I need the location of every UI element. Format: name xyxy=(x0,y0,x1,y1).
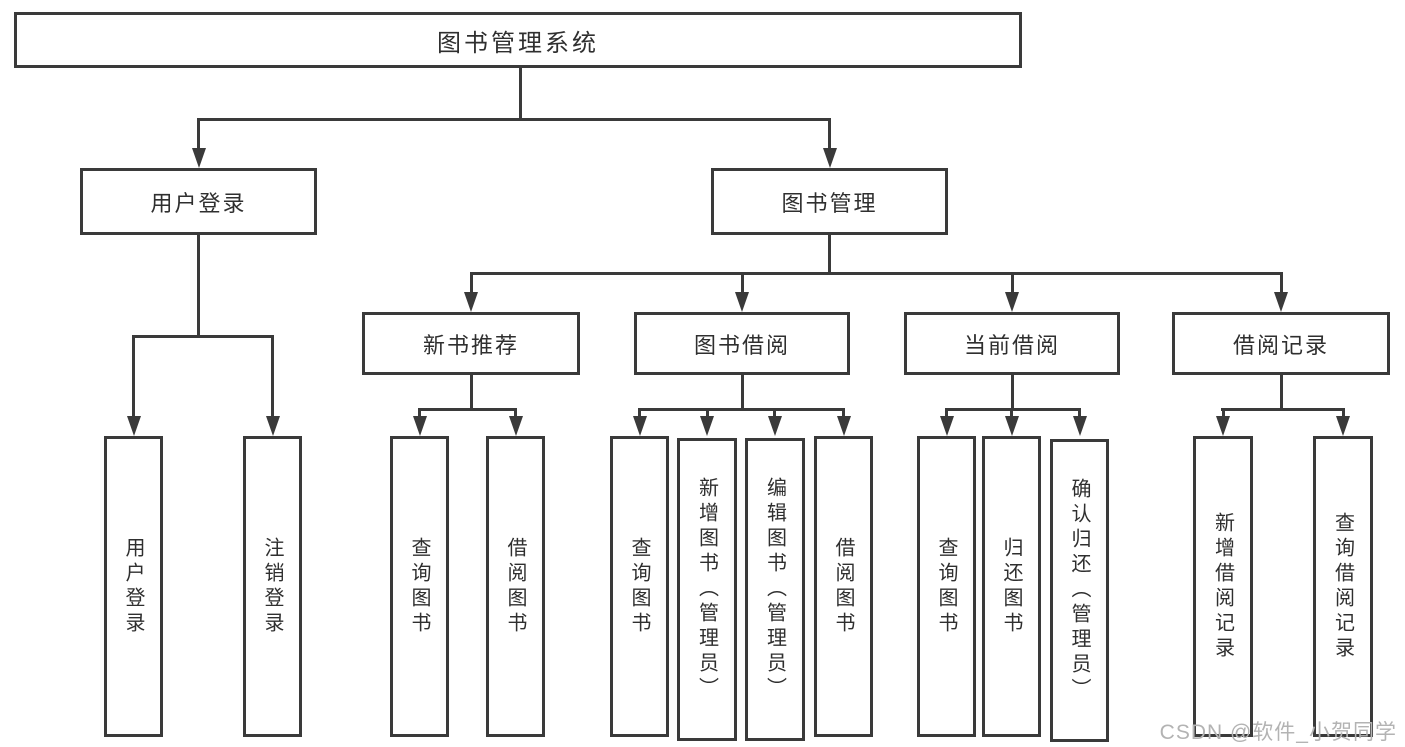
connector-drop xyxy=(418,408,421,418)
arrowhead-down-icon xyxy=(266,416,280,436)
arrowhead-down-icon xyxy=(1216,416,1230,436)
connector-drop xyxy=(1078,408,1081,418)
connector-drop xyxy=(945,408,948,418)
arrowhead-down-icon xyxy=(633,416,647,436)
connector-book-mgmt-stem xyxy=(828,235,831,274)
connector-root-stem xyxy=(519,68,522,120)
connector-drop xyxy=(470,272,473,294)
arrowhead-down-icon xyxy=(1274,292,1288,312)
connector-current-borrow-branch xyxy=(945,408,1081,411)
node-leaf-confirm-return-admin: 确认归还（管理员） xyxy=(1050,439,1109,742)
connector-level2-branch xyxy=(470,272,1281,275)
connector-drop xyxy=(1280,272,1283,294)
node-library-management-system: 图书管理系统 xyxy=(14,12,1022,68)
arrowhead-down-icon xyxy=(1005,416,1019,436)
connector-book-borrow-stem xyxy=(741,375,744,410)
node-leaf-query-borrow-record: 查询借阅记录 xyxy=(1313,436,1373,737)
connector-drop xyxy=(132,335,135,418)
arrowhead-down-icon xyxy=(700,416,714,436)
arrowhead-down-icon xyxy=(1073,416,1087,436)
connector-user-login-branch xyxy=(132,335,274,338)
node-leaf-logout: 注销登录 xyxy=(243,436,302,737)
connector-user-login-stem xyxy=(197,235,200,337)
connector-new-book-stem xyxy=(470,375,473,410)
arrowhead-down-icon xyxy=(1336,416,1350,436)
watermark: CSDN @软件_小贺同学 xyxy=(1159,721,1397,744)
arrowhead-down-icon xyxy=(509,416,523,436)
node-borrow-records: 借阅记录 xyxy=(1172,312,1390,375)
connector-drop xyxy=(1011,272,1014,294)
connector-drop xyxy=(828,118,831,152)
node-user-login: 用户登录 xyxy=(80,168,317,235)
arrowhead-down-icon xyxy=(413,416,427,436)
arrowhead-down-icon xyxy=(823,148,837,168)
connector-new-book-branch xyxy=(418,408,517,411)
connector-borrow-records-branch xyxy=(1221,408,1345,411)
arrowhead-down-icon xyxy=(1005,292,1019,312)
node-leaf-query-books-recommend: 查询图书 xyxy=(390,436,449,737)
connector-book-borrow-branch xyxy=(638,408,845,411)
node-leaf-borrow-books-borrow: 借阅图书 xyxy=(814,436,873,737)
arrowhead-down-icon xyxy=(735,292,749,312)
connector-drop xyxy=(773,408,776,418)
node-book-management: 图书管理 xyxy=(711,168,948,235)
connector-level1-branch xyxy=(197,118,831,121)
connector-drop xyxy=(638,408,641,418)
connector-drop xyxy=(271,335,274,418)
arrowhead-down-icon xyxy=(940,416,954,436)
arrowhead-down-icon xyxy=(464,292,478,312)
node-leaf-return-books: 归还图书 xyxy=(982,436,1041,737)
node-leaf-add-books-admin: 新增图书（管理员） xyxy=(677,438,737,741)
node-leaf-add-borrow-record: 新增借阅记录 xyxy=(1193,436,1253,737)
arrowhead-down-icon xyxy=(768,416,782,436)
node-leaf-user-login: 用户登录 xyxy=(104,436,163,737)
node-leaf-edit-books-admin: 编辑图书（管理员） xyxy=(745,438,805,741)
arrowhead-down-icon xyxy=(127,416,141,436)
connector-current-borrow-stem xyxy=(1011,375,1014,410)
connector-drop xyxy=(1342,408,1345,418)
node-leaf-query-books-borrow: 查询图书 xyxy=(610,436,669,737)
node-leaf-borrow-books-recommend: 借阅图书 xyxy=(486,436,545,737)
connector-drop xyxy=(706,408,709,418)
connector-drop xyxy=(842,408,845,418)
node-new-book-recommend: 新书推荐 xyxy=(362,312,580,375)
connector-drop xyxy=(514,408,517,418)
node-current-borrow: 当前借阅 xyxy=(904,312,1120,375)
arrowhead-down-icon xyxy=(192,148,206,168)
node-book-borrow: 图书借阅 xyxy=(634,312,850,375)
connector-borrow-records-stem xyxy=(1280,375,1283,410)
connector-drop xyxy=(197,118,200,152)
connector-drop xyxy=(741,272,744,294)
node-leaf-query-books-current: 查询图书 xyxy=(917,436,976,737)
arrowhead-down-icon xyxy=(837,416,851,436)
connector-drop xyxy=(1010,408,1013,418)
connector-drop xyxy=(1222,408,1225,418)
